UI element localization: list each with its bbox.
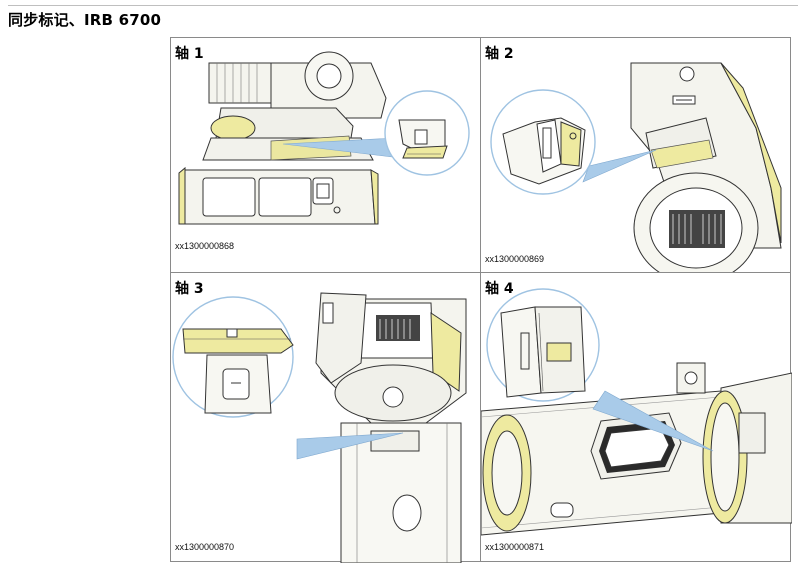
grid-vertical-divider	[480, 38, 481, 561]
figure-caption: xx1300000871	[485, 542, 545, 552]
top-divider	[8, 5, 798, 6]
axis-2-illustration	[490, 62, 782, 272]
figure-axis-2: 轴 2	[481, 38, 792, 272]
figure-axis-1: 轴 1	[171, 38, 480, 272]
axis-3-illustration	[172, 292, 467, 563]
axis-4-illustration	[481, 288, 792, 536]
figure-label: 轴 3	[175, 281, 204, 297]
figure-label: 轴 4	[485, 281, 514, 297]
figure-axis-4: 轴 4	[481, 273, 792, 563]
figure-axis-3: 轴 3	[171, 273, 480, 563]
figure-caption: xx1300000869	[485, 254, 545, 264]
figure-caption: xx1300000870	[175, 542, 235, 552]
figure-label: 轴 2	[485, 46, 514, 62]
grid-horizontal-divider	[171, 272, 790, 273]
axis-1-illustration	[178, 51, 470, 225]
figure-caption: xx1300000868	[175, 241, 235, 251]
figure-label: 轴 1	[175, 46, 204, 62]
page-title: 同步标记、IRB 6700	[8, 11, 162, 29]
figure-grid: 轴 1	[170, 37, 792, 563]
